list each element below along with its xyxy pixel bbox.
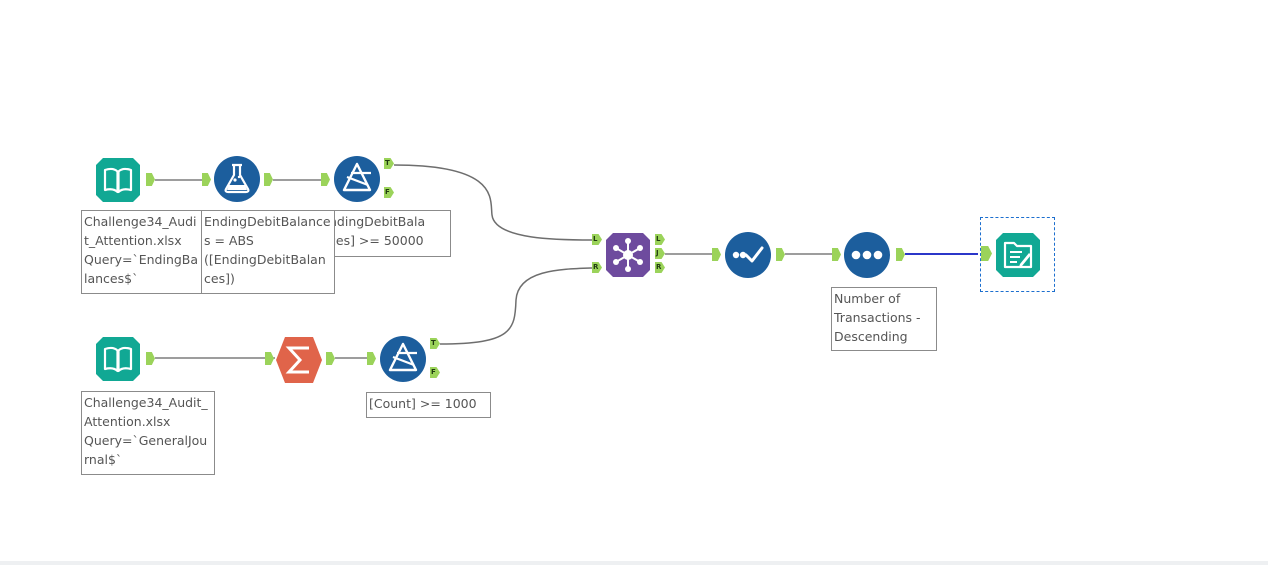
filter1-false-anchor[interactable]: F: [384, 187, 394, 198]
filter2-annotation: [Count] >= 1000: [366, 392, 491, 418]
anchor-label: T: [431, 339, 436, 347]
filter1-annotation: ndingDebitBala ces] >= 50000: [326, 210, 451, 257]
connection-filter2-join[interactable]: [439, 267, 593, 345]
join-right-output-anchor[interactable]: R: [655, 262, 665, 273]
join-left-input-anchor[interactable]: L: [592, 234, 602, 245]
summarize-tool[interactable]: [275, 336, 323, 384]
summarize-sigma-icon: [276, 337, 322, 383]
anchor-label: T: [385, 159, 390, 167]
canvas-bottom-border: [0, 561, 1268, 565]
select-input-anchor[interactable]: [712, 248, 721, 261]
anchor-label: L: [656, 235, 661, 243]
filter-tool-2[interactable]: [379, 335, 427, 383]
filter2-input-anchor[interactable]: [367, 352, 376, 365]
input1-output-anchor[interactable]: [146, 173, 155, 186]
output-file-icon: [996, 233, 1040, 277]
select-output-anchor[interactable]: [776, 248, 785, 261]
formula-tool[interactable]: [213, 155, 261, 203]
sort-annotation: Number of Transactions - Descending: [831, 287, 937, 351]
anchor-label: L: [593, 235, 598, 243]
formula-input-anchor[interactable]: [202, 173, 211, 186]
sort-dots-icon: [844, 232, 890, 278]
join-icon: [606, 233, 650, 277]
summarize-output-anchor[interactable]: [326, 352, 335, 365]
book-input-icon: [96, 158, 140, 202]
output-data-tool[interactable]: [994, 231, 1042, 279]
formula-output-anchor[interactable]: [264, 173, 273, 186]
filter1-input-anchor[interactable]: [321, 173, 330, 186]
input1-annotation: Challenge34_Audit_Attention.xlsx Query=`…: [81, 210, 203, 294]
book-input-icon: [96, 337, 140, 381]
anchor-label: R: [656, 263, 662, 271]
input-data-tool-1[interactable]: [94, 156, 142, 204]
filter-icon: [334, 156, 380, 202]
select-checkmark-icon: [725, 232, 771, 278]
filter2-false-anchor[interactable]: F: [430, 367, 440, 378]
selected-tool-outline: [980, 217, 1055, 292]
anchor-label: F: [431, 368, 436, 376]
anchor-label: F: [385, 188, 390, 196]
filter2-true-anchor[interactable]: T: [430, 338, 440, 349]
output-input-anchor[interactable]: [981, 246, 992, 261]
join-tool[interactable]: [604, 231, 652, 279]
formula-annotation: EndingDebitBalances = ABS ([EndingDebitB…: [201, 210, 335, 294]
sort-input-anchor[interactable]: [832, 248, 841, 261]
join-join-output-anchor[interactable]: J: [655, 248, 665, 259]
sort-tool[interactable]: [843, 231, 891, 279]
anchor-label: R: [593, 263, 599, 271]
sort-output-anchor[interactable]: [896, 248, 905, 261]
input2-annotation: Challenge34_Audit_Attention.xlsx Query=`…: [81, 391, 215, 475]
input2-output-anchor[interactable]: [146, 352, 155, 365]
select-tool[interactable]: [724, 231, 772, 279]
filter-tool-1[interactable]: [333, 155, 381, 203]
input-data-tool-2[interactable]: [94, 335, 142, 383]
summarize-input-anchor[interactable]: [265, 352, 274, 365]
filter1-true-anchor[interactable]: T: [384, 158, 394, 169]
join-right-input-anchor[interactable]: R: [592, 262, 602, 273]
join-left-output-anchor[interactable]: L: [655, 234, 665, 245]
anchor-label: J: [656, 249, 659, 257]
connection-filter1-join[interactable]: [393, 164, 593, 241]
filter-icon: [380, 336, 426, 382]
formula-flask-icon: [214, 156, 260, 202]
